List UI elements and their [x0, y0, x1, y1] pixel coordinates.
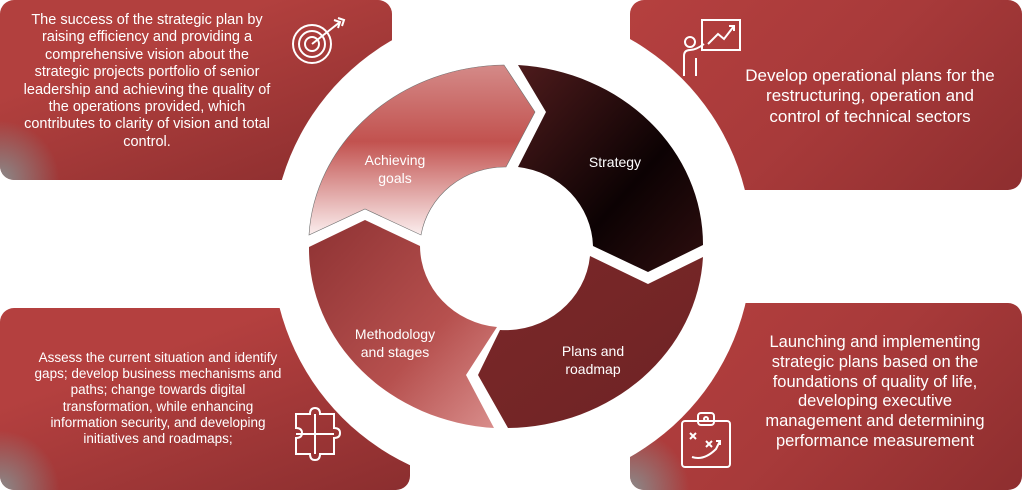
- goals-description: The success of the strategic plan by rai…: [23, 12, 271, 150]
- operational-plans-description: Develop operational plans for the restru…: [745, 66, 995, 126]
- segment-methodology: [308, 220, 497, 428]
- segment-achieving-goals: [308, 64, 536, 236]
- implementation-description: Launching and implementing strategic pla…: [765, 333, 985, 450]
- methodology-description: Assess the current situation and identif…: [34, 350, 282, 446]
- puzzle-icon: [295, 406, 342, 462]
- presenter-chart-icon: [683, 19, 741, 76]
- segment-strategy: [518, 65, 704, 272]
- label-strategy: Strategy: [588, 154, 642, 170]
- target-arrow-icon: [292, 17, 346, 64]
- goals-description-box: The success of the strategic plan by rai…: [0, 0, 392, 180]
- label-methodology: Methodology and stages: [354, 326, 436, 360]
- label-achieving-goals: Achieving goals: [364, 152, 426, 186]
- segment-plans-roadmap: [478, 256, 703, 428]
- label-plans-roadmap: Plans and roadmap: [561, 343, 625, 377]
